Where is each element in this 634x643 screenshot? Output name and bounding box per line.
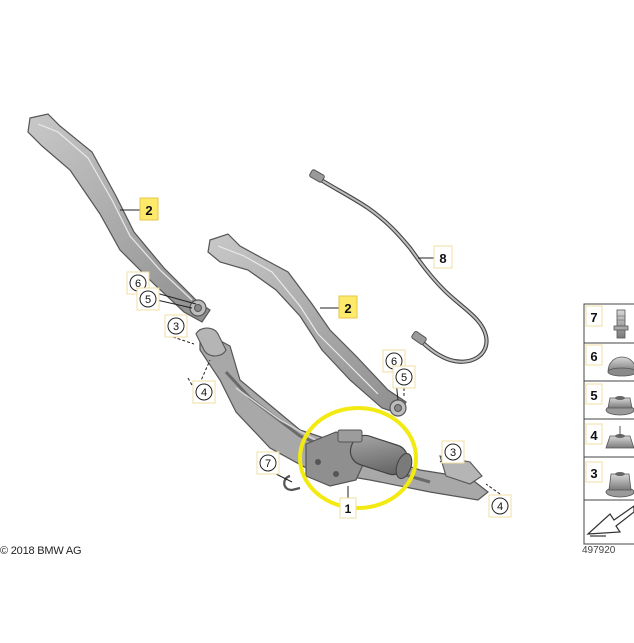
callout-2-right[interactable]: 2 <box>338 295 358 319</box>
callout-3-left[interactable]: 3 <box>164 314 188 338</box>
legend-row-6[interactable]: 6 <box>585 344 634 377</box>
callout-label: 5 <box>401 372 407 384</box>
callout-4-right[interactable]: 4 <box>488 494 512 518</box>
hex-nut-icon <box>605 426 634 449</box>
callout-label: 6 <box>391 356 397 368</box>
legend-row-3[interactable]: 3 <box>585 461 634 498</box>
parts-legend: 7 6 5 <box>583 303 634 545</box>
callout-7[interactable]: 7 <box>256 451 280 475</box>
legend-number: 6 <box>590 349 597 364</box>
callout-label: 2 <box>344 301 351 316</box>
callout-label: 4 <box>201 387 207 399</box>
callout-3-right[interactable]: 3 <box>441 440 465 464</box>
legend-number: 7 <box>590 310 597 325</box>
callout-5-right[interactable]: 5 <box>392 365 416 389</box>
legend-row-7[interactable]: 7 <box>585 305 629 339</box>
cap-icon <box>607 356 634 377</box>
callout-label: 6 <box>135 278 141 290</box>
copyright-text: © 2018 BMW AG <box>0 545 82 557</box>
flange-nut-icon <box>605 396 634 416</box>
callout-label: 8 <box>439 251 446 266</box>
image-number: 497920 <box>582 545 616 556</box>
wrench-arrow-icon <box>586 505 634 537</box>
callout-2-left[interactable]: 2 <box>139 197 159 221</box>
callout-label: 1 <box>345 502 352 516</box>
wiper-arm-right <box>207 233 407 417</box>
legend-row-5[interactable]: 5 <box>585 383 634 416</box>
motor-highlight-ring <box>298 406 418 510</box>
callout-label: 5 <box>145 294 151 306</box>
callout-8[interactable]: 8 <box>433 245 453 269</box>
wiper-arm-left <box>27 113 211 323</box>
stud-bolt-icon <box>613 309 629 339</box>
callout-6-left[interactable]: 6 <box>126 271 150 295</box>
nut-washer-icon <box>605 472 634 498</box>
callout-label: 3 <box>450 447 456 459</box>
callout-label: 4 <box>497 501 503 513</box>
legend-number: 4 <box>590 428 598 443</box>
callout-4-left[interactable]: 4 <box>192 380 216 404</box>
legend-row-4[interactable]: 4 <box>585 423 634 449</box>
legend-number: 5 <box>590 388 597 403</box>
wiring-cable <box>309 169 489 364</box>
callout-label: 2 <box>145 203 152 218</box>
wiper-motor <box>305 429 413 487</box>
callout-1[interactable]: 1 <box>339 497 357 519</box>
callout-label: 7 <box>265 458 271 470</box>
callout-5-left[interactable]: 5 <box>136 287 160 311</box>
callout-label: 3 <box>173 321 179 333</box>
legend-number: 3 <box>590 466 597 481</box>
